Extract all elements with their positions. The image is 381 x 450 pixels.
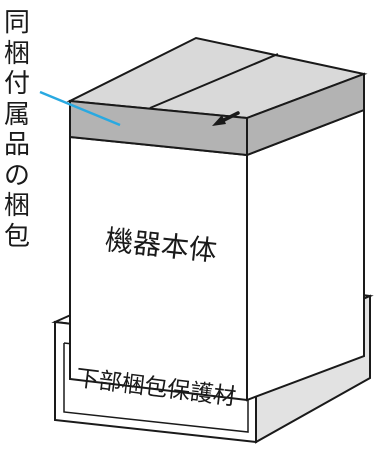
accessory-package-label-char: 付 — [3, 69, 30, 99]
callout-line — [39, 90, 121, 127]
arrow-left-icon — [212, 111, 240, 126]
package-seam — [149, 53, 279, 109]
package-side-band — [246, 72, 365, 157]
accessory-package-label-char: 梱 — [3, 38, 30, 69]
accessory-package-label-char: 包 — [3, 221, 30, 252]
accessory-package — [66, 36, 368, 157]
accessory-package-label-char: 同 — [3, 8, 30, 38]
main-unit-box — [69, 108, 365, 402]
accessory-package-label: 同梱付属品の梱包 — [2, 8, 32, 252]
box-front-face — [69, 135, 248, 402]
box-side-face — [246, 108, 365, 402]
accessory-package-label-char: の — [3, 160, 30, 191]
accessory-package-label-char: 属 — [3, 99, 30, 130]
accessory-package-label-char: 品 — [3, 130, 30, 160]
accessory-package-label-char: 梱 — [3, 191, 30, 221]
